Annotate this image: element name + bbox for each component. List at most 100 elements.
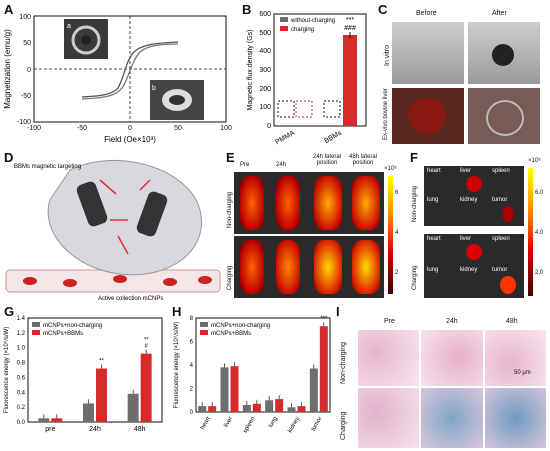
f-scale-top: ×10⁸ — [528, 158, 541, 164]
e-scale: 4 — [395, 230, 399, 236]
panel-d-schematic: BBMs magnetic targeting Active collectio… — [5, 159, 221, 302]
b-legend-1: charging — [291, 27, 314, 33]
f-organ: spleen — [492, 168, 510, 174]
bar-pre-0 — [38, 418, 50, 422]
e-scale: 6 — [395, 190, 399, 196]
f-organ: heart — [427, 168, 441, 174]
y-tick-label: 0.8 — [17, 361, 26, 367]
x-tick-label: liver — [224, 416, 235, 429]
bar-pre-1 — [51, 418, 63, 422]
bar-lung-1 — [275, 399, 284, 412]
i-row-noncharging — [358, 330, 546, 386]
panel-e-invivo: Pre 24h 24h lateral position 48h lateral… — [226, 150, 408, 302]
panel-c-photos: Before After In vitro Ex-vivo bovine liv… — [380, 0, 550, 148]
f-organ: kidney — [460, 267, 478, 273]
a-ytick: 0 — [27, 67, 31, 74]
panel-i-histology: Pre 24h 48h 50 μm Non-charging Charging — [336, 304, 550, 451]
a-xlabel: Field (Oe×10³) — [104, 135, 156, 144]
x-tick-label: tumor — [311, 416, 324, 432]
plot-frame — [195, 317, 331, 413]
panel-label-c: C — [378, 2, 388, 17]
c-row2: Ex-vivo bovine liver — [383, 88, 389, 140]
y-tick-label: 6 — [190, 340, 194, 346]
f-organ: liver — [460, 168, 472, 174]
panel-label-g: G — [4, 304, 15, 319]
d-label1: BBMs magnetic targeting — [14, 164, 81, 170]
f-organ: heart — [427, 236, 441, 242]
plot-frame — [27, 317, 163, 423]
e-col: 24h — [276, 162, 287, 168]
f-grid-charging: heart liver spleen lung kidney tumor — [424, 234, 524, 298]
e-colorbar — [388, 176, 393, 294]
e-row2: Charging — [227, 265, 233, 290]
a-ylabel: Magnetization (emu/g) — [3, 29, 12, 109]
f-colorbar — [528, 168, 533, 296]
x-tick-label: 24h — [89, 426, 101, 433]
f-organ: lung — [427, 197, 439, 203]
bar-48h-1 — [140, 353, 152, 422]
f-organ: lung — [427, 267, 439, 273]
b-annot2: ### — [344, 25, 356, 32]
a-ytick: -100 — [17, 119, 31, 126]
e-col: Pre — [240, 162, 250, 168]
panel-label-f: F — [410, 150, 418, 165]
i-row2: Charging — [340, 411, 347, 440]
e-scale: 2 — [395, 270, 399, 276]
bar-lung-0 — [265, 400, 274, 412]
f-grid-noncharging: heart liver spleen lung kidney tumor — [424, 166, 524, 226]
bar-heart-0 — [198, 406, 207, 412]
bar-heart-1 — [208, 406, 217, 412]
i-row-charging — [358, 388, 546, 448]
panel-f-organs: heart liver spleen lung kidney tumor hea… — [410, 150, 550, 302]
f-scale: 2.0 — [535, 270, 544, 276]
panel-label-b: B — [242, 2, 252, 17]
a-xtick: 50 — [174, 125, 182, 132]
x-tick-label: heart — [200, 416, 212, 431]
b-ytick: 600 — [259, 11, 271, 18]
y-tick-label: 1.2 — [17, 331, 26, 337]
b-ytick: 0 — [267, 123, 271, 130]
y-tick-label: 0.2 — [17, 405, 26, 411]
y-tick-label: 2 — [190, 387, 194, 393]
e-row1: Non-charging — [227, 191, 233, 228]
b-legend-0: without-charging — [290, 18, 335, 24]
f-organ: spleen — [492, 236, 510, 242]
y-tick-label: 0.0 — [17, 420, 26, 426]
f-scale: 6.0 — [535, 190, 544, 196]
a-ytick: 100 — [19, 14, 31, 21]
significance-marker: # — [144, 344, 148, 350]
i-col: 24h — [446, 318, 458, 325]
y-tick-label: 8 — [190, 316, 194, 322]
legend-swatch — [32, 330, 40, 335]
b-ytick: 100 — [259, 104, 271, 111]
b-annot1: *** — [346, 17, 354, 24]
f-scale: 4.0 — [535, 230, 544, 236]
f-organ: tumor — [492, 197, 508, 203]
y-tick-label: 0 — [190, 410, 194, 416]
i-scalebar: 50 μm — [514, 370, 531, 376]
y-tick-label: 1.0 — [17, 346, 26, 352]
x-tick-label: pre — [45, 426, 55, 433]
bar-48h-0 — [127, 393, 139, 422]
bar-24h-1 — [96, 368, 107, 422]
inset-a-label: a — [67, 23, 71, 30]
bar-24h-0 — [83, 403, 94, 422]
a-xtick: 100 — [220, 125, 232, 132]
x-tick-label: 48h — [134, 426, 146, 433]
b-cat: BBMs — [323, 129, 343, 145]
i-col: 48h — [506, 318, 518, 325]
bar-kidney-1 — [297, 406, 306, 412]
f-row1: Non-charging — [412, 185, 418, 222]
x-tick-label: lung — [268, 416, 279, 429]
legend-label: mCNPs+non-charging — [43, 323, 102, 329]
c-photo-before-invitro — [392, 22, 464, 84]
x-tick-label: spleen — [243, 416, 257, 434]
a-xtick: -50 — [77, 125, 87, 132]
f-organ: kidney — [460, 197, 478, 203]
significance-marker: ** — [144, 338, 149, 344]
e-row-charging — [234, 236, 384, 298]
f-organ: tumor — [492, 267, 508, 273]
panel-a-hysteresis-plot: -100 -50 0 50 100 100 50 0 -50 -100 Fiel… — [3, 14, 232, 144]
b-ylabel: Magnetic flux density (Gs) — [247, 30, 254, 111]
